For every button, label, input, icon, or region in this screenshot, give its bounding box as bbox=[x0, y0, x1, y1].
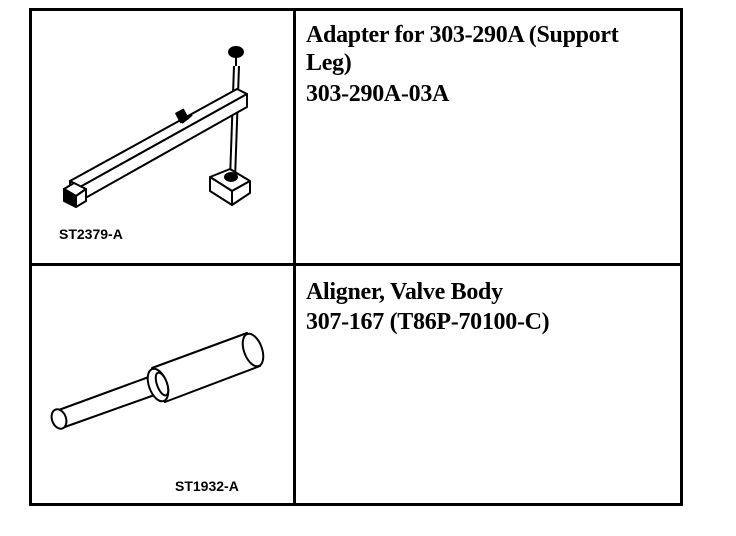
valve-body-aligner-icon bbox=[50, 332, 265, 430]
support-leg-adapter-icon bbox=[63, 46, 251, 208]
part-number: 303-290A-03A bbox=[306, 81, 450, 107]
tool-text-cell-2: Aligner, Valve Body 307-167 (T86P-70100-… bbox=[296, 266, 680, 506]
tool-text-cell-1: Adapter for 303-290A (Support Leg) 303-2… bbox=[296, 11, 680, 263]
part-number: 307-167 (T86P-70100-C) bbox=[306, 309, 550, 335]
tool-table: ST2379-A Adapter for 303-290A (Support L… bbox=[29, 8, 683, 506]
image-code: ST2379-A bbox=[59, 226, 123, 242]
column-divider bbox=[293, 11, 296, 503]
tool-image-cell-1: ST2379-A bbox=[32, 11, 293, 263]
image-code: ST1932-A bbox=[175, 478, 239, 494]
tool-image-cell-2: ST1932-A bbox=[32, 266, 293, 506]
tool-name: Adapter for 303-290A (Support Leg) bbox=[306, 22, 619, 76]
row-divider bbox=[32, 263, 680, 266]
tool-name: Aligner, Valve Body bbox=[306, 279, 503, 305]
